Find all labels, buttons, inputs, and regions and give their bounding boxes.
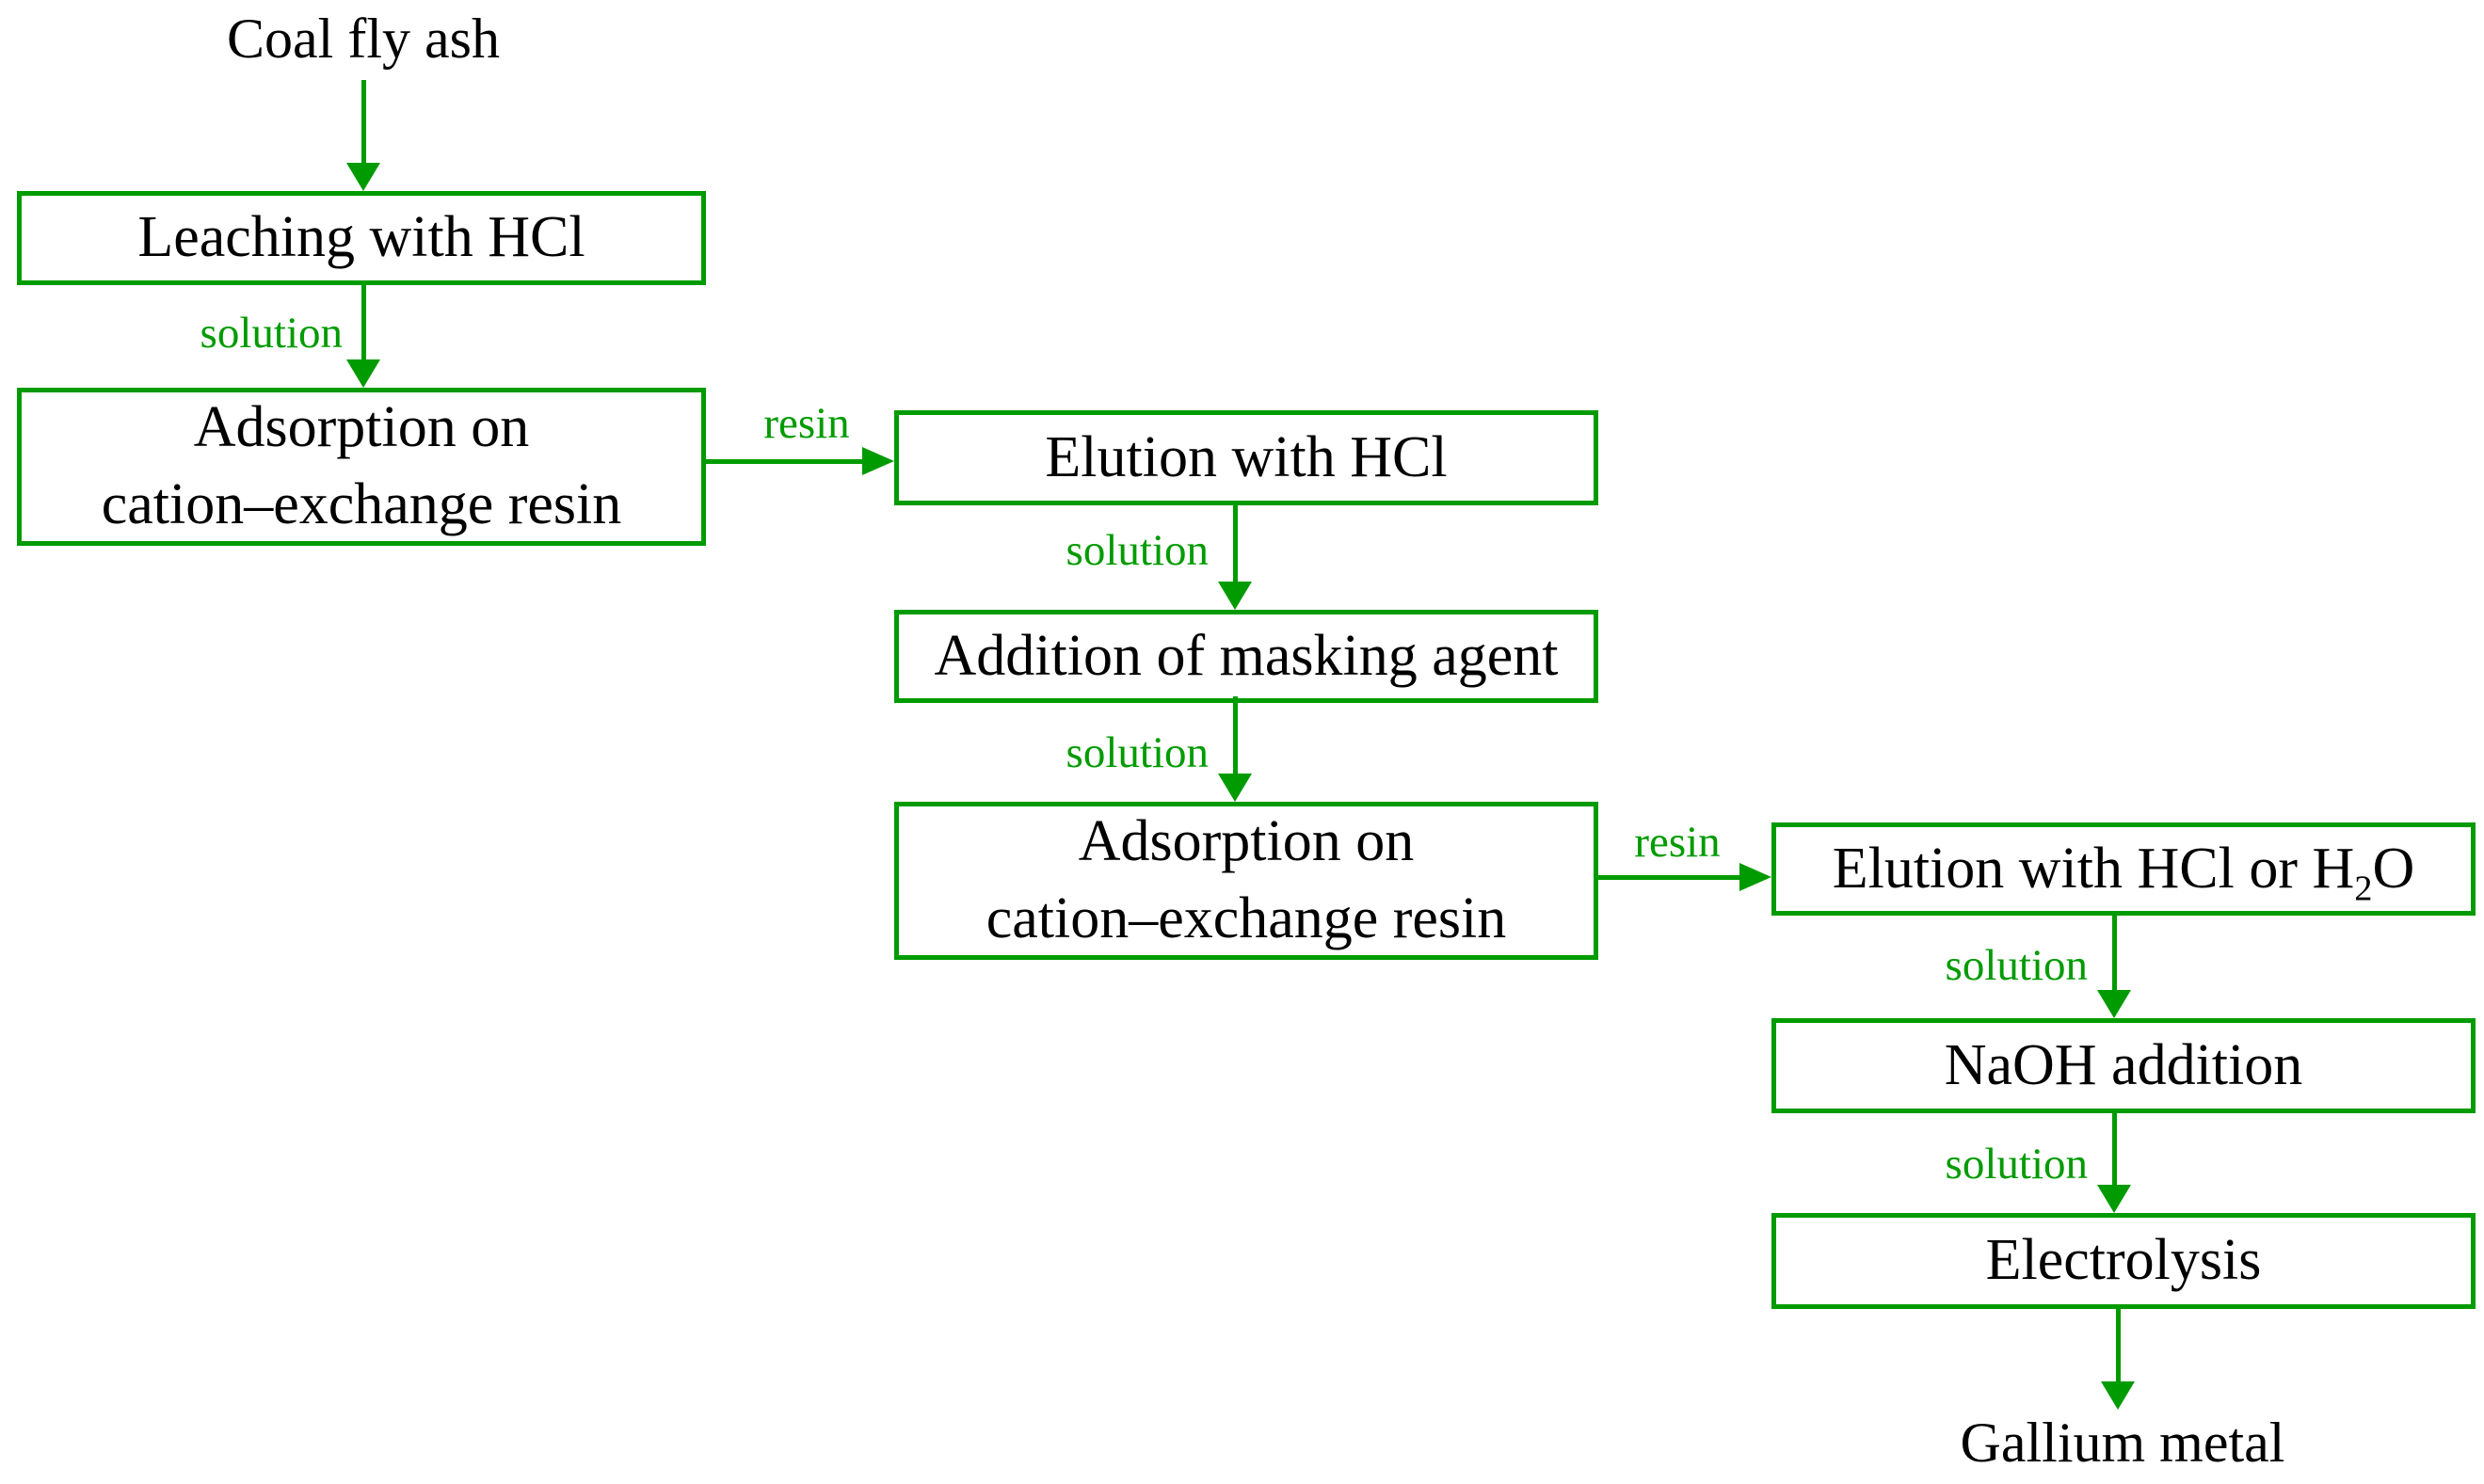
process-box-label: Elution with HCl or H2O xyxy=(1833,831,2415,908)
label-subscript: 2 xyxy=(2354,868,2373,908)
edge-label-solution-4: solution xyxy=(1945,941,2088,990)
arrow-head-down-icon xyxy=(1218,774,1252,802)
arrow-stem xyxy=(2116,1308,2121,1381)
process-box-addition-masking-agent: Addition of masking agent xyxy=(894,610,1598,703)
process-box-label: NaOH addition xyxy=(1944,1032,2303,1097)
line-2: cation–exchange resin xyxy=(986,886,1507,950)
source-node-label: Coal fly ash xyxy=(227,8,500,70)
process-box-naoh-addition: NaOH addition xyxy=(1771,1018,2476,1113)
edge-label-solution-2: solution xyxy=(1066,526,1209,575)
arrow-stem xyxy=(706,459,862,464)
arrow-head-down-icon xyxy=(346,163,380,191)
edge-label-resin-1: resin xyxy=(763,399,850,448)
arrow-head-right-icon xyxy=(862,447,894,475)
edge-label-solution-3: solution xyxy=(1066,728,1209,777)
process-box-label: Adsorption on cation–exchange resin xyxy=(986,804,1507,958)
arrow-stem xyxy=(2112,915,2117,990)
arrow-head-down-icon xyxy=(2097,990,2131,1018)
process-box-label: Adsorption on cation–exchange resin xyxy=(102,390,622,544)
arrow-stem xyxy=(1598,875,1739,880)
arrow-stem xyxy=(1233,505,1238,582)
process-box-adsorption-resin-2: Adsorption on cation–exchange resin xyxy=(894,802,1598,960)
arrow-head-down-icon xyxy=(2097,1185,2131,1213)
edge-label-resin-2: resin xyxy=(1634,818,1721,867)
process-box-elution-hcl-h2o: Elution with HCl or H2O xyxy=(1771,822,2476,916)
arrow-head-down-icon xyxy=(346,359,380,388)
arrow-stem xyxy=(361,284,366,359)
process-box-label: Addition of masking agent xyxy=(934,623,1559,688)
label-post-subscript: O xyxy=(2372,836,2415,901)
arrow-stem xyxy=(1233,696,1238,774)
label-pre-subscript: Elution with HCl or H xyxy=(1832,836,2355,901)
process-box-elution-hcl: Elution with HCl xyxy=(894,410,1598,505)
arrow-stem xyxy=(2112,1112,2117,1185)
line-1: Adsorption on xyxy=(193,395,530,460)
arrow-head-down-icon xyxy=(2101,1381,2135,1410)
edge-label-solution-1: solution xyxy=(200,309,343,358)
process-box-label: Electrolysis xyxy=(1985,1228,2262,1293)
arrow-stem xyxy=(361,80,366,163)
arrow-head-right-icon xyxy=(1739,863,1771,891)
process-box-electrolysis: Electrolysis xyxy=(1771,1213,2476,1309)
process-box-adsorption-resin-1: Adsorption on cation–exchange resin xyxy=(17,388,706,546)
process-box-leaching-hcl: Leaching with HCl xyxy=(17,191,706,285)
line-2: cation–exchange resin xyxy=(101,472,622,536)
process-box-label: Leaching with HCl xyxy=(137,205,585,270)
process-box-label: Elution with HCl xyxy=(1045,424,1448,489)
edge-label-solution-5: solution xyxy=(1945,1140,2088,1189)
sink-node-label: Gallium metal xyxy=(1960,1412,2285,1474)
arrow-head-down-icon xyxy=(1218,582,1252,610)
line-1: Adsorption on xyxy=(1078,809,1415,874)
